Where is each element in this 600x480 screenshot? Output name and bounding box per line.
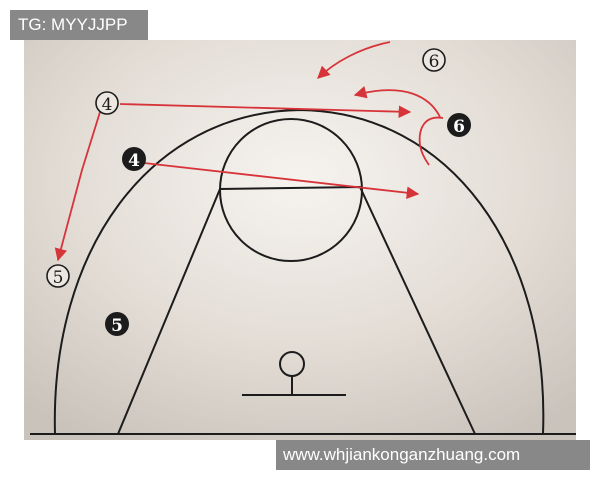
arrow-4-to-right [119,103,412,118]
movement-arrows [54,41,444,262]
defense-player-5: 5 [105,312,129,336]
defense-player-6: 6 [447,113,471,137]
defense-player-4-label: 4 [128,151,140,171]
three-point-arc [53,108,545,435]
offense-player-5: 5 [46,264,70,288]
free-throw-lane [117,185,476,435]
defense-player-4: 4 [122,147,146,171]
defense-player-6-label: 6 [453,117,465,137]
watermark-website: www.whjiankonganzhuang.com [276,440,590,470]
offense-player-6-label: 6 [429,52,440,72]
free-throw-circle [219,118,363,262]
offense-player-5-label: 5 [53,268,64,288]
arrow-4-to-corner [54,111,101,262]
arrow-6-curve [353,86,441,118]
arrow-defender-6 [418,116,444,166]
defense-player-5-label: 5 [111,316,123,336]
watermark-telegram: TG: MYYJJPP [10,10,148,40]
rim [279,351,305,377]
offense-player-6: 6 [422,48,446,72]
arrow-defender-4 [143,162,420,199]
offense-player-4: 4 [95,91,119,115]
arrow-6-top [317,41,391,79]
offense-player-4-label: 4 [102,95,113,115]
